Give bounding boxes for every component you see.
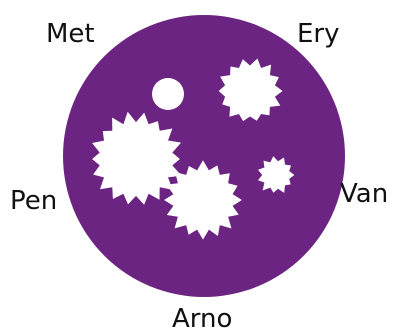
antibiotic-label-ery: Ery <box>297 21 340 47</box>
antibiotic-label-pen: Pen <box>10 188 57 214</box>
antibiotic-label-van: Van <box>340 181 388 207</box>
antibiotic-label-arno: Arno <box>172 306 232 332</box>
inhibition-zone-met <box>152 78 184 110</box>
antibiotic-label-met: Met <box>46 21 95 47</box>
